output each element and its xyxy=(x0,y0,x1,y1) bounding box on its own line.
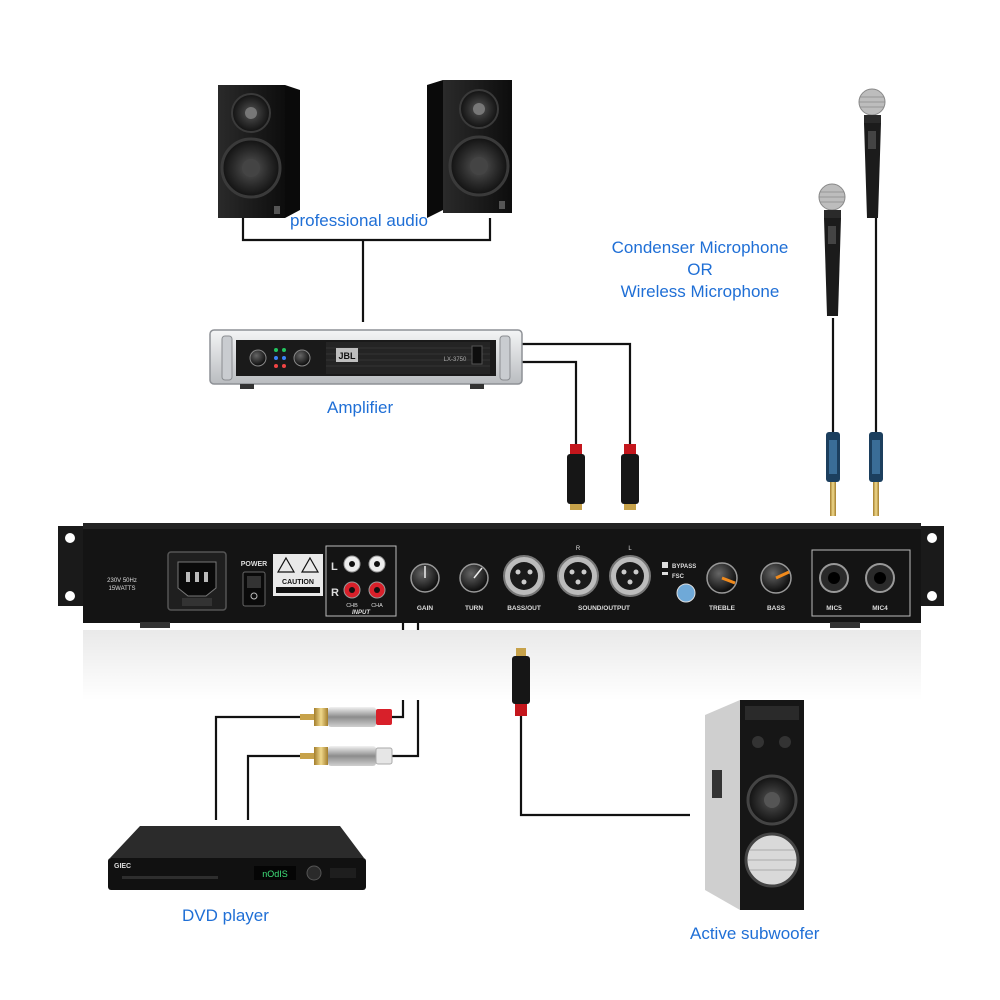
rca-plug-red xyxy=(300,707,392,727)
bass-label: BASS xyxy=(767,605,786,612)
amp-output-cable-1 xyxy=(520,342,632,447)
panel-reflection xyxy=(83,630,921,700)
bypass-label: BYPASS xyxy=(672,564,696,570)
mic-caption-line2: OR xyxy=(687,260,713,279)
mic-caption-line1: Condenser Microphone xyxy=(611,238,789,257)
dvd-display: nOdIS xyxy=(262,869,288,879)
subwoofer xyxy=(705,700,804,910)
amp-brand: JBL xyxy=(338,351,356,361)
channel-r-label: R xyxy=(331,587,339,599)
amp-model: LX-3750 xyxy=(444,357,467,363)
processor-rear-panel: 230V 50Hz 15WATTS POWER CAUTION L R CHB … xyxy=(58,523,944,628)
speakers-caption: professional audio xyxy=(290,211,428,230)
qc-sticker xyxy=(676,583,696,603)
xlr-sound-output-r[interactable] xyxy=(557,555,599,597)
amp-output-cable-2 xyxy=(520,360,578,447)
power-spec-voltage: 230V 50Hz xyxy=(107,578,137,584)
jack-plug-1 xyxy=(567,444,585,510)
subwoofer-cable xyxy=(519,716,690,817)
dvd-caption: DVD player xyxy=(182,906,269,925)
amplifier: JBL LX-3750 xyxy=(209,329,523,389)
treble-label: TREBLE xyxy=(709,605,736,612)
microphone-2 xyxy=(858,88,886,218)
mic5-label: MIC5 xyxy=(826,605,842,612)
rca-plug-white xyxy=(300,746,393,766)
bass-out-jack-plug xyxy=(512,648,530,716)
subwoofer-caption: Active subwoofer xyxy=(690,924,820,943)
dvd-brand: GIEC xyxy=(114,863,131,870)
mic-caption-line3: Wireless Microphone xyxy=(620,282,780,301)
channel-l-label: L xyxy=(331,561,338,573)
sound-output-label: SOUND/OUTPUT xyxy=(578,605,630,612)
chb-label: CHB xyxy=(346,603,358,609)
turn-label: TURN xyxy=(465,605,483,612)
microphone-1 xyxy=(818,183,846,316)
input-label: INPUT xyxy=(352,610,371,616)
speaker-right xyxy=(427,80,512,218)
mic4-label: MIC4 xyxy=(872,605,888,612)
mic-plug-2 xyxy=(869,432,883,516)
xlr-l-label: L xyxy=(628,546,632,552)
caution-label: CAUTION xyxy=(282,579,314,586)
power-spec-watts: 15WATTS xyxy=(108,586,135,592)
gain-label: GAIN xyxy=(417,605,434,612)
dvd-cable-2 xyxy=(246,754,300,820)
bass-out-label: BASS/OUT xyxy=(507,605,541,612)
jack-plug-2 xyxy=(621,444,639,510)
xlr-sound-output-l[interactable] xyxy=(609,555,651,597)
xlr-r-label: R xyxy=(576,546,581,552)
amplifier-caption: Amplifier xyxy=(327,398,394,417)
dvd-cable-1 xyxy=(214,715,300,820)
mic-plug-1 xyxy=(826,432,840,516)
power-label: POWER xyxy=(241,561,267,568)
cha-label: CHA xyxy=(371,603,383,609)
speaker-cable xyxy=(241,218,492,242)
dvd-player: GIEC nOdIS xyxy=(108,826,366,890)
speaker-left xyxy=(218,85,300,218)
xlr-bass-out[interactable] xyxy=(503,555,545,597)
fsc-label: FSC xyxy=(672,574,685,580)
